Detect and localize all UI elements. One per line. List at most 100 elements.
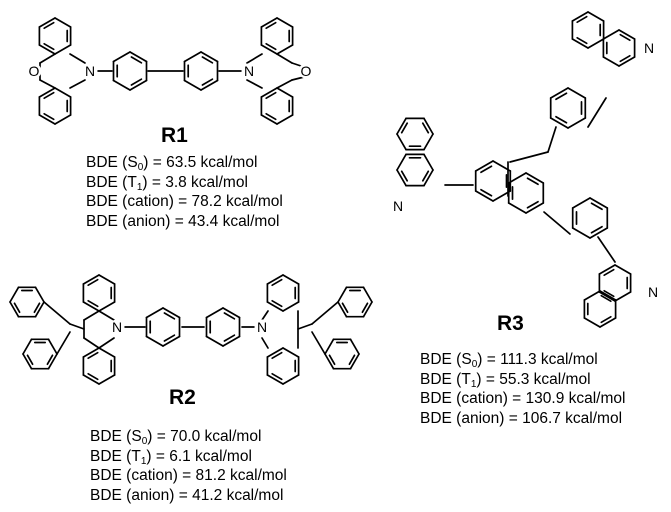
bond-266 [583,290,601,301]
bond-48 [276,17,294,28]
bond-193 [567,117,587,129]
bond-261 [603,268,615,277]
bond-50 [265,42,277,51]
bond-174 [297,323,313,330]
bond-23 [129,79,148,91]
bond-252 [400,170,409,182]
bond-84 [87,351,99,360]
bond-107 [26,354,34,366]
bond-59 [265,112,277,121]
bond-154 [362,301,373,318]
bond-86 [83,310,100,321]
bde-line-r3-t1: BDE (T1) = 55.3 kcal/mol [420,370,591,390]
compound-label-r3: R3 [497,312,524,335]
bond-53 [276,114,294,125]
bond-81 [98,347,116,358]
bond-243 [400,122,409,134]
bond-196 [549,87,569,99]
bond-16 [43,91,55,100]
bond-241 [423,117,434,135]
bond-98 [13,302,21,314]
bond-190 [480,188,493,197]
bond-lines [9,11,636,385]
bond-247 [396,169,407,187]
bond-156 [337,301,348,318]
bde-line-r3-cation: BDE (cation) = 130.9 kcal/mol [420,390,626,408]
bond-203 [571,227,591,239]
bond-151 [261,310,269,321]
bond-91 [34,301,45,318]
bond-202 [589,227,609,239]
bond-113 [145,335,164,347]
bond-166 [324,338,335,355]
bond-149 [271,351,283,360]
bond-97 [33,302,41,314]
bond-74 [87,299,99,308]
bond-197 [567,87,587,99]
atom-background [26,63,42,79]
bond-139 [271,299,283,308]
bond-24 [112,79,131,91]
bond-136 [266,274,284,285]
bond-173 [311,331,326,355]
bond-90 [98,337,115,349]
bond-120 [163,312,176,320]
bond-1 [38,44,56,55]
bond-71 [82,274,100,285]
atom-background [645,284,661,300]
atom-background [241,63,257,79]
bond-4 [54,17,72,28]
bond-102 [22,353,33,370]
bond-211 [509,151,549,163]
bond-169 [348,354,356,366]
bond-51 [265,21,277,30]
bde-line-r1-cation: BDE (cation) = 78.2 kcal/mol [86,193,283,211]
bond-38 [201,78,214,86]
bond-47 [260,17,278,28]
bond-205 [571,197,591,209]
bond-239 [396,117,407,135]
bond-105 [47,338,58,355]
bond-134 [266,301,284,312]
bond-0 [54,44,72,55]
bond-77 [98,374,116,385]
bond-68 [98,301,116,312]
bond-200 [555,92,568,101]
bond-69 [82,301,100,312]
atom-n: N [257,319,267,335]
bond-267 [599,290,617,301]
bond-96 [34,286,45,303]
bond-231 [618,29,636,40]
bond-157 [337,286,348,303]
bond-228 [602,56,620,67]
bond-175 [525,202,545,214]
bond-213 [543,211,571,235]
atom-background [82,63,98,79]
atom-background [641,40,657,56]
bond-178 [507,172,527,184]
bond-137 [282,274,300,285]
bond-208 [590,225,603,234]
bond-27 [129,51,148,63]
bond-36 [200,51,219,63]
bond-12 [38,87,56,98]
bond-110 [56,331,71,355]
bond-125 [222,307,241,319]
bond-67 [276,79,293,89]
bde-line-r2-cation: BDE (cation) = 81.2 kcal/mol [90,467,287,485]
atom-background [254,319,270,335]
bond-176 [507,202,527,214]
bond-244 [421,122,430,134]
bond-142 [282,374,300,385]
bond-45 [260,44,278,55]
bond-56 [260,87,278,98]
bde-line-r3-anion: BDE (anion) = 106.7 kcal/mol [420,409,623,427]
bond-161 [341,302,349,314]
atom-n: N [244,63,254,79]
bond-257 [598,264,616,275]
bond-248 [396,153,407,171]
compound-label-r1: R1 [161,124,188,147]
bond-152 [261,337,269,349]
bond-187 [474,160,494,172]
